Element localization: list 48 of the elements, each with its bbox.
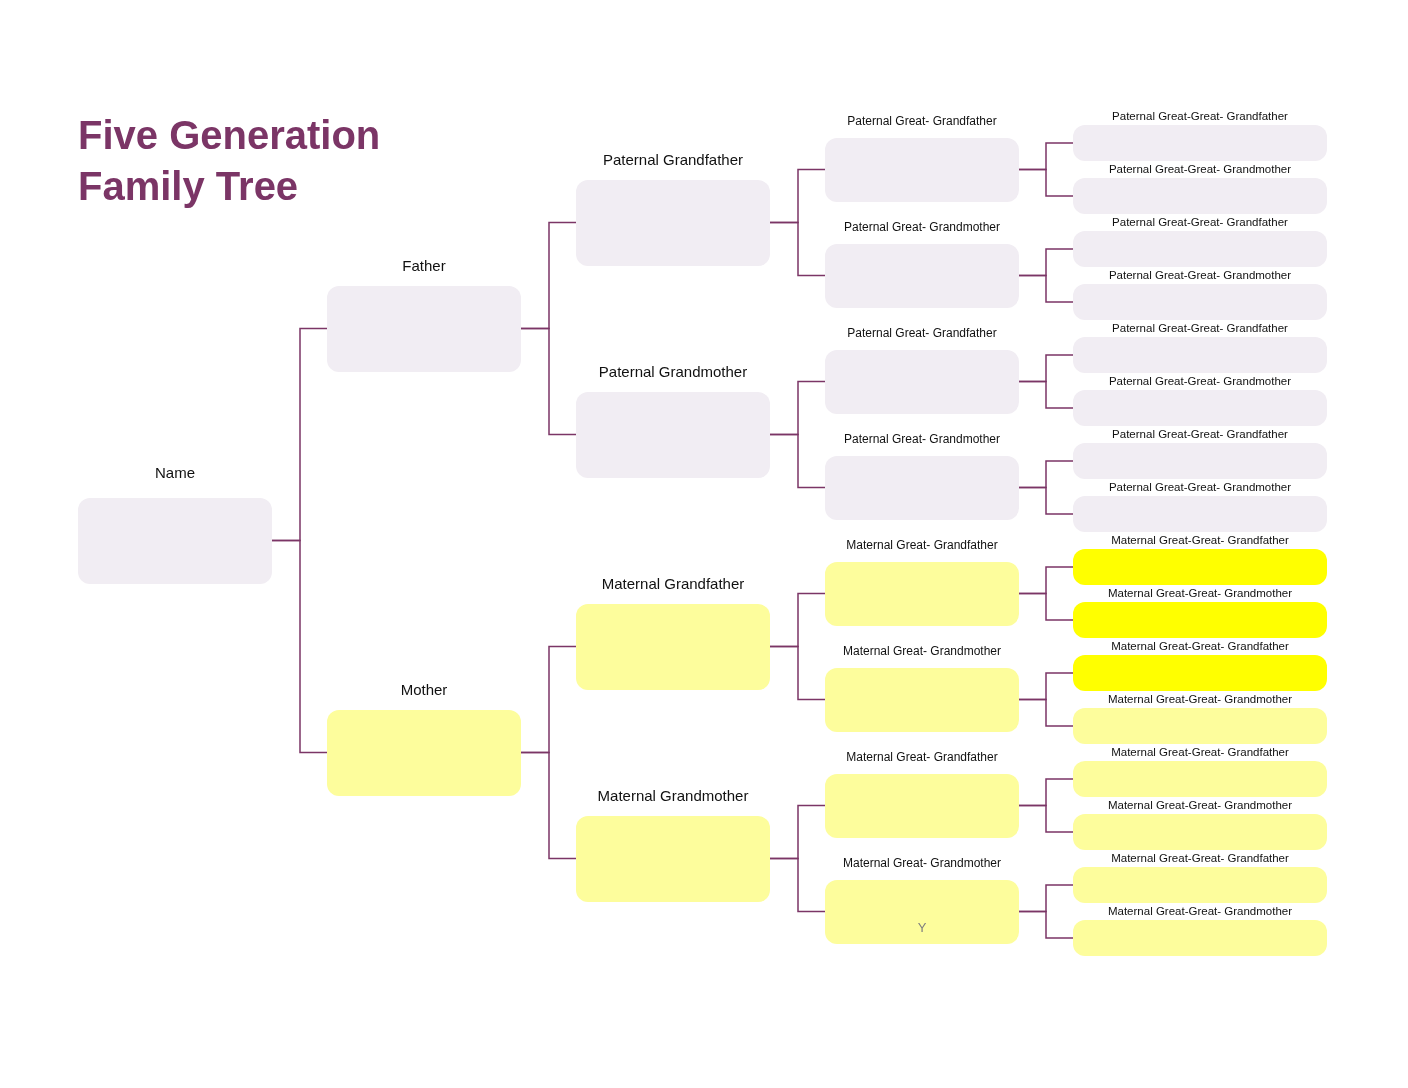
relation-label: Maternal Great-Great- Grandmother: [1107, 905, 1293, 918]
entry-text: Y: [917, 919, 927, 936]
relation-label: Paternal Great- Grandfather: [847, 325, 997, 341]
relation-label: Paternal Great-Great- Grandfather: [1112, 110, 1288, 123]
relation-label: Maternal Great-Great- Grandmother: [1107, 799, 1293, 812]
title: Five Generation Family Tree: [78, 112, 382, 210]
relation-label: Paternal Great- Grandfather: [847, 113, 997, 129]
relation-label: Maternal Grandmother: [597, 786, 749, 805]
connector-line: [769, 645, 826, 701]
connector-line: [1018, 380, 1074, 409]
relation-label: Maternal Great-Great- Grandfather: [1111, 640, 1289, 653]
relation-label: Paternal Great-Great- Grandfather: [1112, 216, 1288, 229]
relation-label: Maternal Great- Grandfather: [846, 537, 998, 553]
relation-label: Paternal Grandmother: [598, 362, 748, 381]
connector-line: [769, 857, 826, 913]
relation-label: Paternal Great-Great- Grandfather: [1112, 428, 1288, 441]
connector-line: [520, 327, 577, 436]
relation-label: Paternal Great- Grandmother: [843, 431, 1001, 447]
relation-label: Name: [155, 463, 195, 482]
relation-label: Maternal Great-Great- Grandfather: [1111, 746, 1289, 759]
relation-label: Paternal Great-Great- Grandmother: [1108, 269, 1292, 282]
relation-label: Maternal Great-Great- Grandfather: [1111, 534, 1289, 547]
relation-label: Paternal Great-Great- Grandmother: [1108, 375, 1292, 388]
relation-label: Maternal Great-Great- Grandmother: [1107, 693, 1293, 706]
relation-label: Maternal Great-Great- Grandfather: [1111, 852, 1289, 865]
relation-label: Mother: [400, 680, 448, 699]
relation-label: Maternal Great- Grandmother: [842, 855, 1002, 871]
relation-label: Maternal Great- Grandfather: [846, 749, 998, 765]
relation-label: Maternal Great- Grandmother: [842, 643, 1002, 659]
relation-label: Maternal Great-Great- Grandmother: [1107, 587, 1293, 600]
relation-label: Paternal Great-Great- Grandfather: [1112, 322, 1288, 335]
relation-label: Paternal Great-Great- Grandmother: [1108, 163, 1292, 176]
relation-label: Paternal Great- Grandmother: [843, 219, 1001, 235]
relation-label: Father: [402, 256, 446, 275]
connector-line: [769, 433, 826, 489]
connector-line: [1018, 910, 1074, 939]
relation-label: Paternal Grandfather: [602, 150, 744, 169]
connector-line: [1018, 804, 1074, 833]
connector-line: [769, 221, 826, 277]
connector-line: [1018, 592, 1074, 621]
connector-line: [1018, 486, 1074, 515]
connector-line: [520, 751, 577, 860]
relation-label: Maternal Grandfather: [601, 574, 745, 593]
connector-line: [1018, 168, 1074, 197]
connector-line: [1018, 698, 1074, 727]
connector-line: [1018, 274, 1074, 303]
connector-line: [271, 539, 328, 754]
relation-label: Paternal Great-Great- Grandmother: [1108, 481, 1292, 494]
